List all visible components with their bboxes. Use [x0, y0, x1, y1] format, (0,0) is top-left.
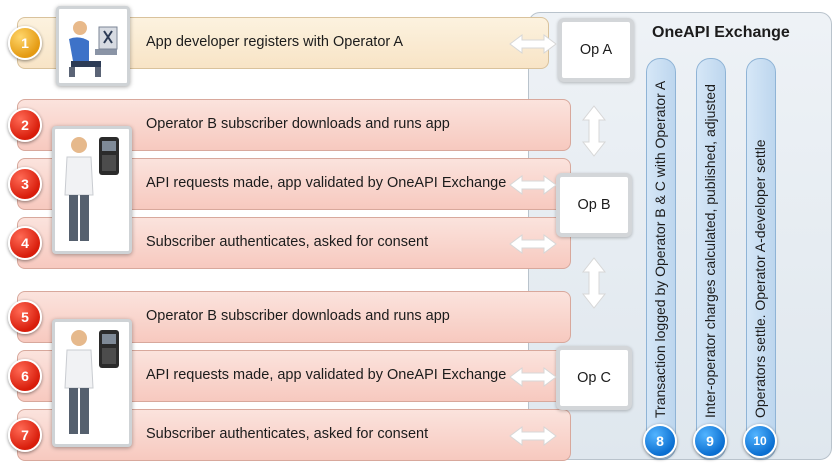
step-badge-2: 2 — [8, 108, 42, 142]
double-arrow-icon — [509, 175, 557, 195]
step-badge-4: 4 — [8, 226, 42, 260]
step-badge-5: 5 — [8, 300, 42, 334]
exchange-title: OneAPI Exchange — [652, 24, 790, 41]
step-badge-1: 1 — [8, 26, 42, 60]
step-label-7: Subscriber authenticates, asked for cons… — [146, 426, 429, 442]
operator-c-box: Op C — [556, 346, 632, 410]
subscriber-photo-2 — [52, 319, 132, 447]
settlement-badge-10: 10 — [743, 424, 777, 458]
subscriber-photo-1 — [52, 126, 132, 254]
settlement-badge-8: 8 — [643, 424, 677, 458]
step-label-6: API requests made, app validated by OneA… — [146, 367, 507, 383]
double-arrow-icon — [509, 34, 557, 54]
settlement-column-10 — [746, 58, 776, 460]
settlement-label-9: Inter-operator charges calculated, publi… — [702, 84, 718, 418]
step-label-1: App developer registers with Operator A — [146, 34, 404, 50]
settlement-badge-9: 9 — [693, 424, 727, 458]
double-arrow-icon — [509, 234, 557, 254]
subscriber-icon — [64, 330, 119, 434]
settlement-label-10: Operators settle. Operator A-developer s… — [752, 139, 768, 418]
step-badge-3: 3 — [8, 167, 42, 201]
step-label-3: API requests made, app validated by OneA… — [146, 175, 507, 191]
developer-photo — [56, 6, 130, 86]
operator-b-box: Op B — [556, 173, 632, 237]
double-arrow-icon — [509, 426, 557, 446]
double-arrow-icon — [582, 257, 606, 309]
settlement-column-8 — [646, 58, 676, 460]
step-label-4: Subscriber authenticates, asked for cons… — [146, 234, 429, 250]
step-label-2: Operator B subscriber downloads and runs… — [146, 116, 450, 132]
subscriber-icon — [64, 137, 119, 241]
settlement-label-8: Transaction logged by Operator B & C wit… — [652, 80, 668, 418]
double-arrow-icon — [509, 367, 557, 387]
step-label-5: Operator B subscriber downloads and runs… — [146, 308, 450, 324]
double-arrow-icon — [582, 105, 606, 157]
operator-a-box: Op A — [558, 18, 634, 82]
settlement-column-9 — [696, 58, 726, 460]
developer-icon — [69, 21, 118, 77]
step-badge-6: 6 — [8, 359, 42, 393]
step-badge-7: 7 — [8, 418, 42, 452]
